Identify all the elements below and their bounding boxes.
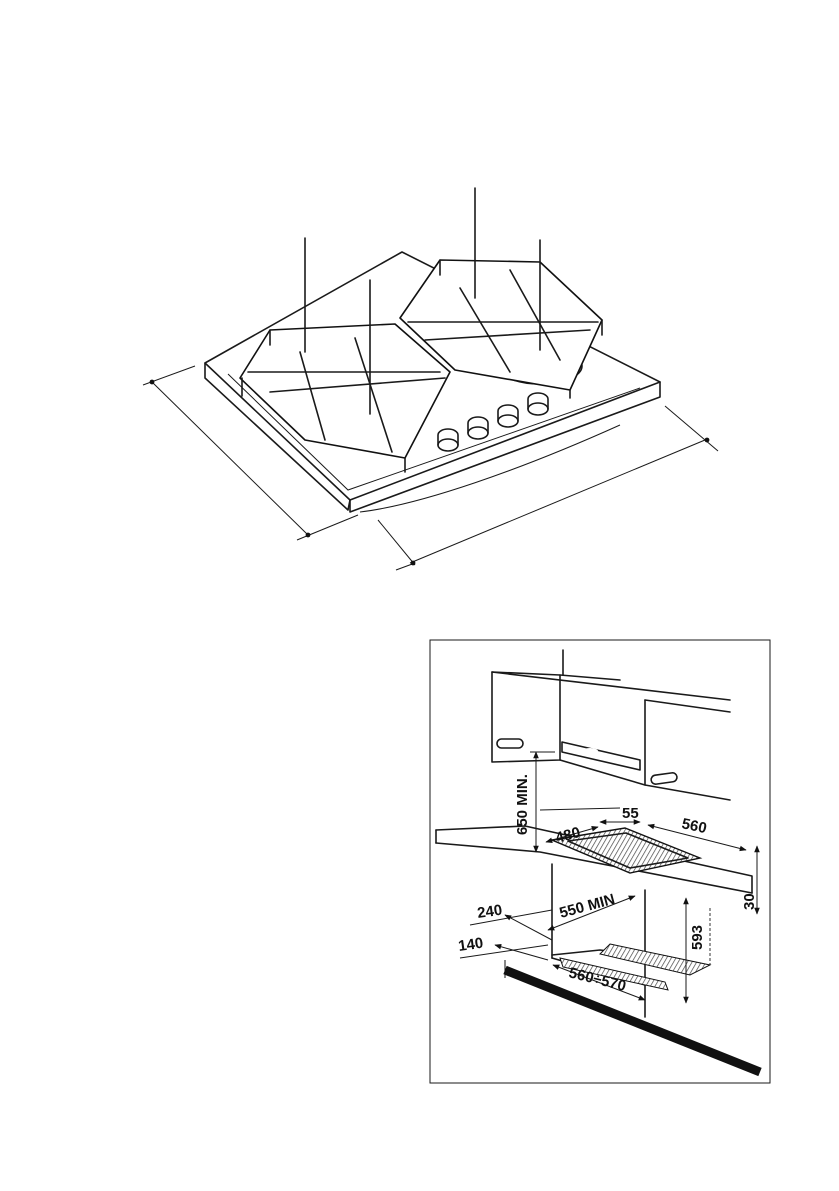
label-550-min: 550 MIN: [558, 891, 617, 922]
label-30: 30: [741, 893, 758, 910]
installation-diagram: 650 MIN. 55 480 560 30 240 550 MIN 593 1…: [430, 640, 770, 1083]
cabinet-handle: [651, 772, 678, 785]
pan-support-left: [240, 324, 450, 472]
label-593: 593: [689, 925, 706, 950]
control-knobs: [438, 393, 548, 451]
control-knob: [468, 417, 488, 439]
label-140: 140: [457, 935, 484, 955]
hob-illustration: [143, 188, 718, 570]
cabinet-handle: [497, 739, 523, 748]
label-650-min: 650 MIN.: [514, 774, 531, 835]
control-knob: [498, 405, 518, 427]
dimension-labels: 650 MIN. 55 480 560 30 240 550 MIN 593 1…: [457, 774, 758, 995]
label-55: 55: [622, 805, 639, 822]
diagram-frame: [430, 640, 770, 1083]
label-240: 240: [476, 902, 503, 922]
control-knob: [438, 429, 458, 451]
control-knob: [528, 393, 548, 415]
